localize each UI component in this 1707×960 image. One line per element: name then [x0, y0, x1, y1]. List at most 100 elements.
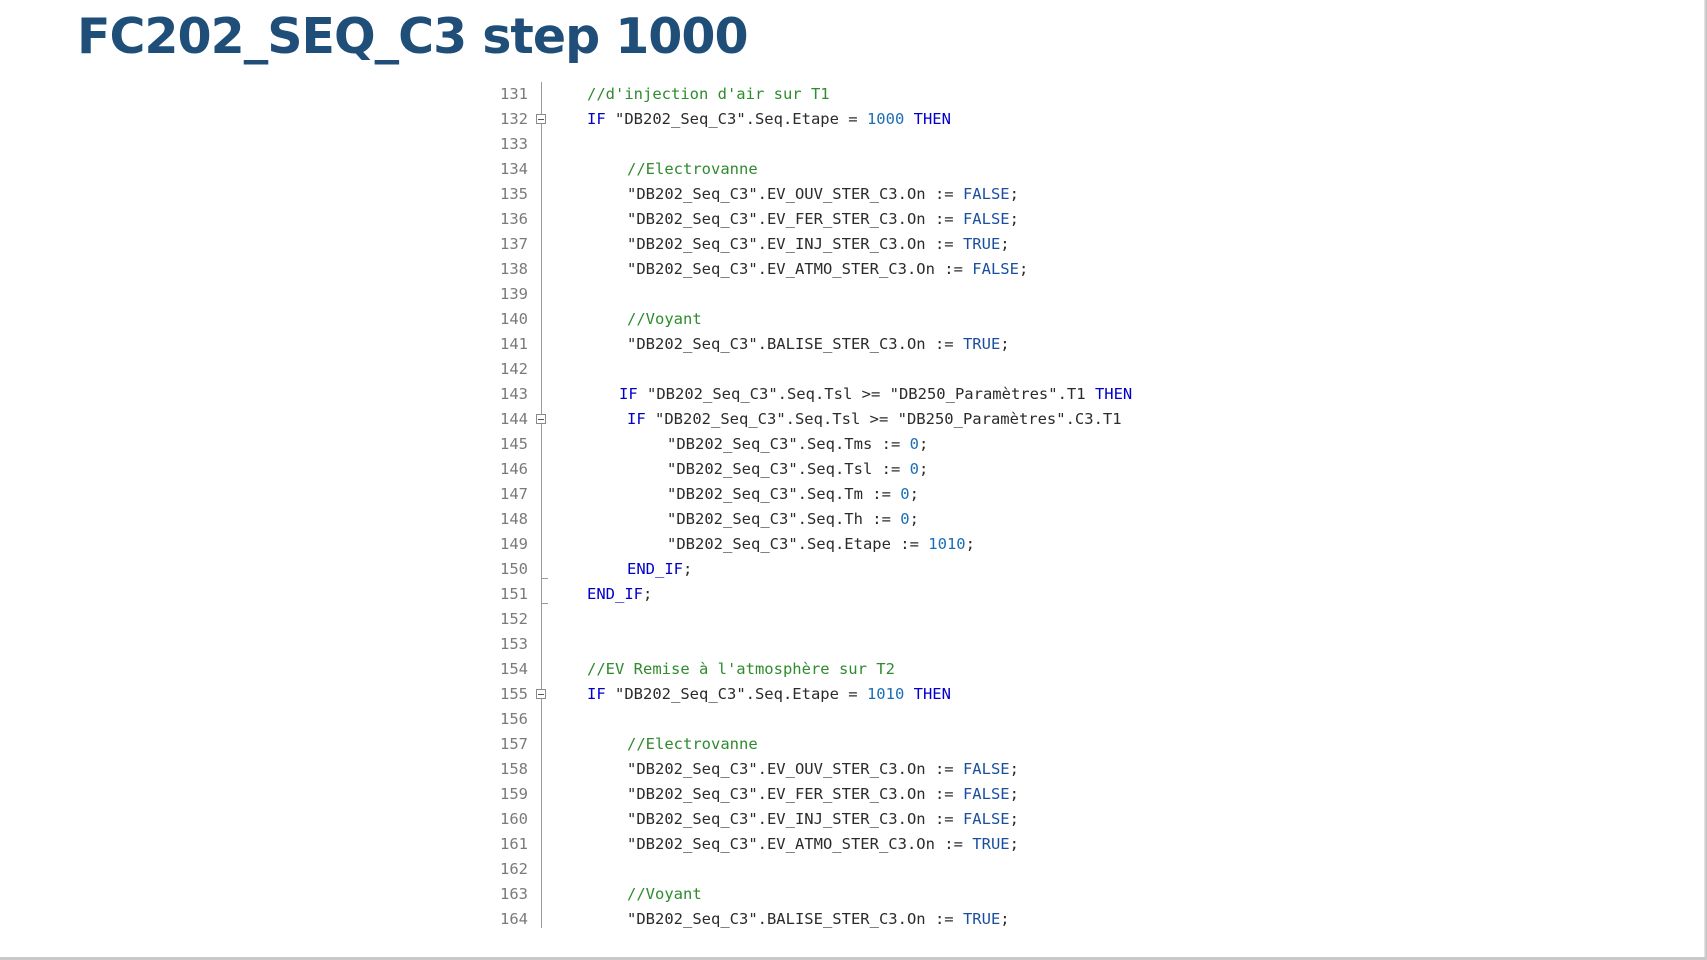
fold-gutter-line: [541, 782, 542, 807]
code-token-bool: TRUE: [962, 235, 1001, 253]
code-token-keyword: IF: [627, 410, 655, 428]
fold-gutter-line: [541, 232, 542, 257]
fold-gutter-line: [541, 857, 542, 882]
code-line[interactable]: 149"DB202_Seq_C3".Seq.Etape := 1010;: [470, 532, 1190, 557]
fold-gutter-line: [541, 507, 542, 532]
code-text: "DB202_Seq_C3".Seq.Tm := 0;: [667, 482, 919, 507]
code-line[interactable]: 142: [470, 357, 1190, 382]
code-line[interactable]: 136"DB202_Seq_C3".EV_FER_STER_C3.On := F…: [470, 207, 1190, 232]
code-line[interactable]: 158"DB202_Seq_C3".EV_OUV_STER_C3.On := F…: [470, 757, 1190, 782]
fold-end-mark: [541, 603, 548, 604]
code-line[interactable]: 154 //EV Remise à l'atmosphère sur T2: [470, 657, 1190, 682]
code-line[interactable]: 157 //Electrovanne: [470, 732, 1190, 757]
code-token-comment: //Voyant: [627, 885, 702, 903]
code-line[interactable]: 163 //Voyant: [470, 882, 1190, 907]
code-line[interactable]: 134//Electrovanne: [470, 157, 1190, 182]
code-line[interactable]: 131//d'injection d'air sur T1: [470, 82, 1190, 107]
code-token-default: ;: [1000, 335, 1010, 353]
code-line[interactable]: 139: [470, 282, 1190, 307]
code-text: //EV Remise à l'atmosphère sur T2: [587, 657, 895, 682]
code-line[interactable]: 141"DB202_Seq_C3".BALISE_STER_C3.On := T…: [470, 332, 1190, 357]
code-token-keyword: IF: [587, 685, 615, 703]
line-number: 154: [500, 660, 528, 678]
code-line[interactable]: 140//Voyant: [470, 307, 1190, 332]
code-token-keyword: IF: [587, 110, 615, 128]
code-token-default: ;: [683, 560, 693, 578]
code-token-comment: //Electrovanne: [627, 160, 758, 178]
collapse-icon[interactable]: [536, 689, 546, 699]
code-token-default: "DB202_Seq_C3".Seq.Tsl >= "DB250_Paramèt…: [655, 410, 1122, 428]
code-token-comment: //Electrovanne: [627, 735, 758, 753]
code-token-keyword: THEN: [1094, 385, 1133, 403]
code-line[interactable]: 133: [470, 132, 1190, 157]
line-number: 150: [500, 560, 528, 578]
line-number: 138: [500, 260, 528, 278]
code-token-number: 1010: [928, 535, 966, 553]
code-line[interactable]: 153: [470, 632, 1190, 657]
fold-gutter-line: [541, 157, 542, 182]
code-line[interactable]: 135"DB202_Seq_C3".EV_OUV_STER_C3.On := F…: [470, 182, 1190, 207]
code-text: IF "DB202_Seq_C3".Seq.Tsl >= "DB250_Para…: [619, 382, 1132, 407]
fold-gutter-line: [541, 582, 542, 607]
line-number: 160: [500, 810, 528, 828]
code-token-default: "DB202_Seq_C3".Seq.Tms :=: [667, 435, 910, 453]
line-number: 164: [500, 910, 528, 928]
code-line[interactable]: 161"DB202_Seq_C3".EV_ATMO_STER_C3.On := …: [470, 832, 1190, 857]
line-number: 148: [500, 510, 528, 528]
code-line[interactable]: 145 "DB202_Seq_C3".Seq.Tms := 0;: [470, 432, 1190, 457]
fold-gutter-line: [541, 332, 542, 357]
code-token-default: "DB202_Seq_C3".BALISE_STER_C3.On :=: [627, 910, 963, 928]
code-token-comment: //Voyant: [627, 310, 702, 328]
code-token-default: "DB202_Seq_C3".EV_ATMO_STER_C3.On :=: [627, 835, 973, 853]
code-line[interactable]: 159"DB202_Seq_C3".EV_FER_STER_C3.On := F…: [470, 782, 1190, 807]
code-line[interactable]: 152: [470, 607, 1190, 632]
line-number: 163: [500, 885, 528, 903]
code-token-default: ;: [1009, 210, 1019, 228]
code-line[interactable]: 147"DB202_Seq_C3".Seq.Tm := 0;: [470, 482, 1190, 507]
code-text: "DB202_Seq_C3".EV_ATMO_STER_C3.On := FAL…: [627, 257, 1028, 282]
fold-gutter-line: [541, 657, 542, 682]
code-token-number: 0: [909, 460, 919, 478]
code-token-default: ;: [643, 585, 653, 603]
code-text: "DB202_Seq_C3".Seq.Tms := 0;: [667, 432, 928, 457]
code-token-default: ;: [1009, 835, 1019, 853]
line-number: 162: [500, 860, 528, 878]
fold-gutter-line: [541, 607, 542, 632]
collapse-icon[interactable]: [536, 414, 546, 424]
line-number: 158: [500, 760, 528, 778]
code-token-number: 1000: [866, 110, 905, 128]
code-token-default: ;: [909, 510, 919, 528]
code-line[interactable]: 160"DB202_Seq_C3".EV_INJ_STER_C3.On := F…: [470, 807, 1190, 832]
collapse-icon[interactable]: [536, 114, 546, 124]
code-line[interactable]: 148"DB202_Seq_C3".Seq.Th := 0;: [470, 507, 1190, 532]
code-text: "DB202_Seq_C3".EV_FER_STER_C3.On := FALS…: [627, 207, 1019, 232]
code-line[interactable]: 164"DB202_Seq_C3".BALISE_STER_C3.On := T…: [470, 907, 1190, 928]
code-line[interactable]: 137 "DB202_Seq_C3".EV_INJ_STER_C3.On := T…: [470, 232, 1190, 257]
fold-gutter-line: [541, 207, 542, 232]
code-token-number: 0: [909, 435, 919, 453]
line-number: 137: [500, 235, 528, 253]
code-line[interactable]: 162: [470, 857, 1190, 882]
code-token-default: "DB202_Seq_C3".EV_FER_STER_C3.On :=: [627, 210, 963, 228]
slide-bottom-edge: [0, 957, 1707, 960]
fold-gutter-line: [541, 182, 542, 207]
line-number: 145: [500, 435, 528, 453]
code-token-default: "DB202_Seq_C3".EV_INJ_STER_C3.On :=: [627, 235, 963, 253]
code-line[interactable]: 138 "DB202_Seq_C3".EV_ATMO_STER_C3.On := …: [470, 257, 1190, 282]
fold-gutter-line: [541, 532, 542, 557]
code-token-default: ;: [1009, 810, 1019, 828]
code-token-bool: FALSE: [962, 760, 1010, 778]
code-line[interactable]: 156: [470, 707, 1190, 732]
line-number: 151: [500, 585, 528, 603]
code-line[interactable]: 146"DB202_Seq_C3".Seq.Tsl := 0;: [470, 457, 1190, 482]
code-text: "DB202_Seq_C3".EV_INJ_STER_C3.On := TRUE…: [627, 232, 1010, 257]
fold-gutter-line: [541, 132, 542, 157]
line-number: 157: [500, 735, 528, 753]
